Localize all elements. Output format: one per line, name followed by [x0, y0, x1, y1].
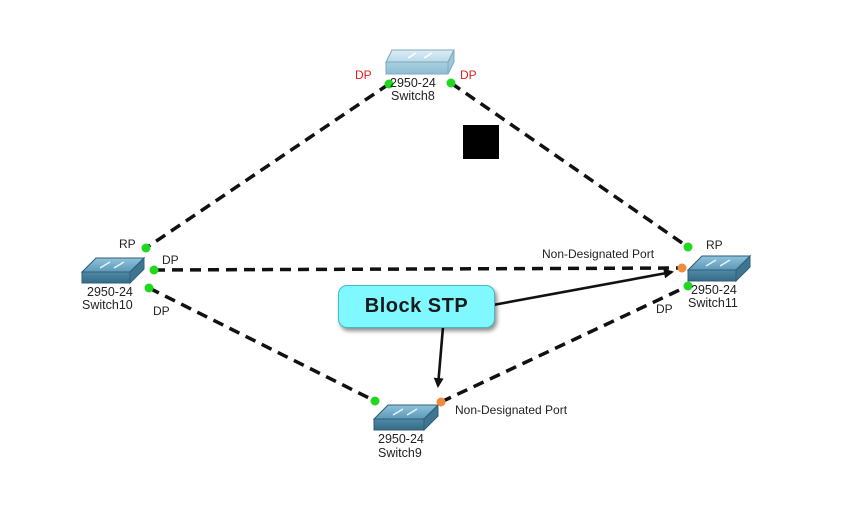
- arrow-to-switch11-port: [492, 268, 674, 307]
- link-switch8-switch10[interactable]: [145, 82, 390, 250]
- switch9-icon[interactable]: [372, 403, 440, 432]
- arrow-to-switch9-port: [433, 326, 445, 388]
- port-dot-switch11-bottom: [683, 281, 693, 291]
- port-label-switch11-left: Non-Designated Port: [542, 247, 655, 261]
- port-dot-switch10-bottom: [144, 283, 154, 293]
- port-label-switch10-mid: DP: [162, 253, 179, 267]
- callout-arrows: [433, 268, 674, 388]
- switch10-icon[interactable]: [80, 256, 146, 285]
- port-dot-switch8-right: [446, 78, 456, 88]
- link-switch10-switch9[interactable]: [148, 286, 376, 403]
- port-label-switch8-left: DP: [355, 68, 372, 82]
- switch10-name: Switch10: [82, 298, 133, 312]
- port-label-switch10-bottom: DP: [153, 304, 170, 318]
- port-label-switch11-top: RP: [706, 238, 723, 252]
- switch8-name: Switch8: [391, 89, 435, 103]
- switch11-name: Switch11: [688, 296, 738, 310]
- port-dot-switch9-right: [436, 397, 446, 407]
- redaction-box: [463, 125, 499, 159]
- port-label-switch9-right: Non-Designated Port: [455, 403, 568, 417]
- link-switch8-switch11[interactable]: [450, 81, 689, 249]
- block-stp-callout: Block STP: [338, 285, 495, 328]
- port-dot-switch11-left: [677, 263, 687, 273]
- port-dot-switch10-mid: [149, 265, 159, 275]
- link-switch9-switch11[interactable]: [440, 284, 689, 404]
- switch9-model: 2950-24: [378, 432, 424, 446]
- port-label-switch11-bottom: DP: [656, 302, 673, 316]
- port-label-switch8-right: DP: [460, 68, 477, 82]
- port-dot-switch11-top: [683, 242, 693, 252]
- switch8-model: 2950-24: [390, 76, 436, 90]
- switch11-model: 2950-24: [691, 283, 737, 297]
- switch9-name: Switch9: [378, 446, 422, 460]
- switch11-icon[interactable]: [686, 254, 752, 283]
- link-switch10-switch11[interactable]: [153, 266, 683, 272]
- switch8-icon[interactable]: [385, 49, 455, 75]
- links: [145, 81, 689, 404]
- switch10-model: 2950-24: [87, 285, 133, 299]
- port-dots: [141, 78, 693, 407]
- port-label-switch10-top: RP: [119, 237, 136, 251]
- port-dot-switch10-top: [141, 243, 151, 253]
- port-dot-switch9-left: [370, 396, 380, 406]
- port-dot-switch8-left: [384, 79, 394, 89]
